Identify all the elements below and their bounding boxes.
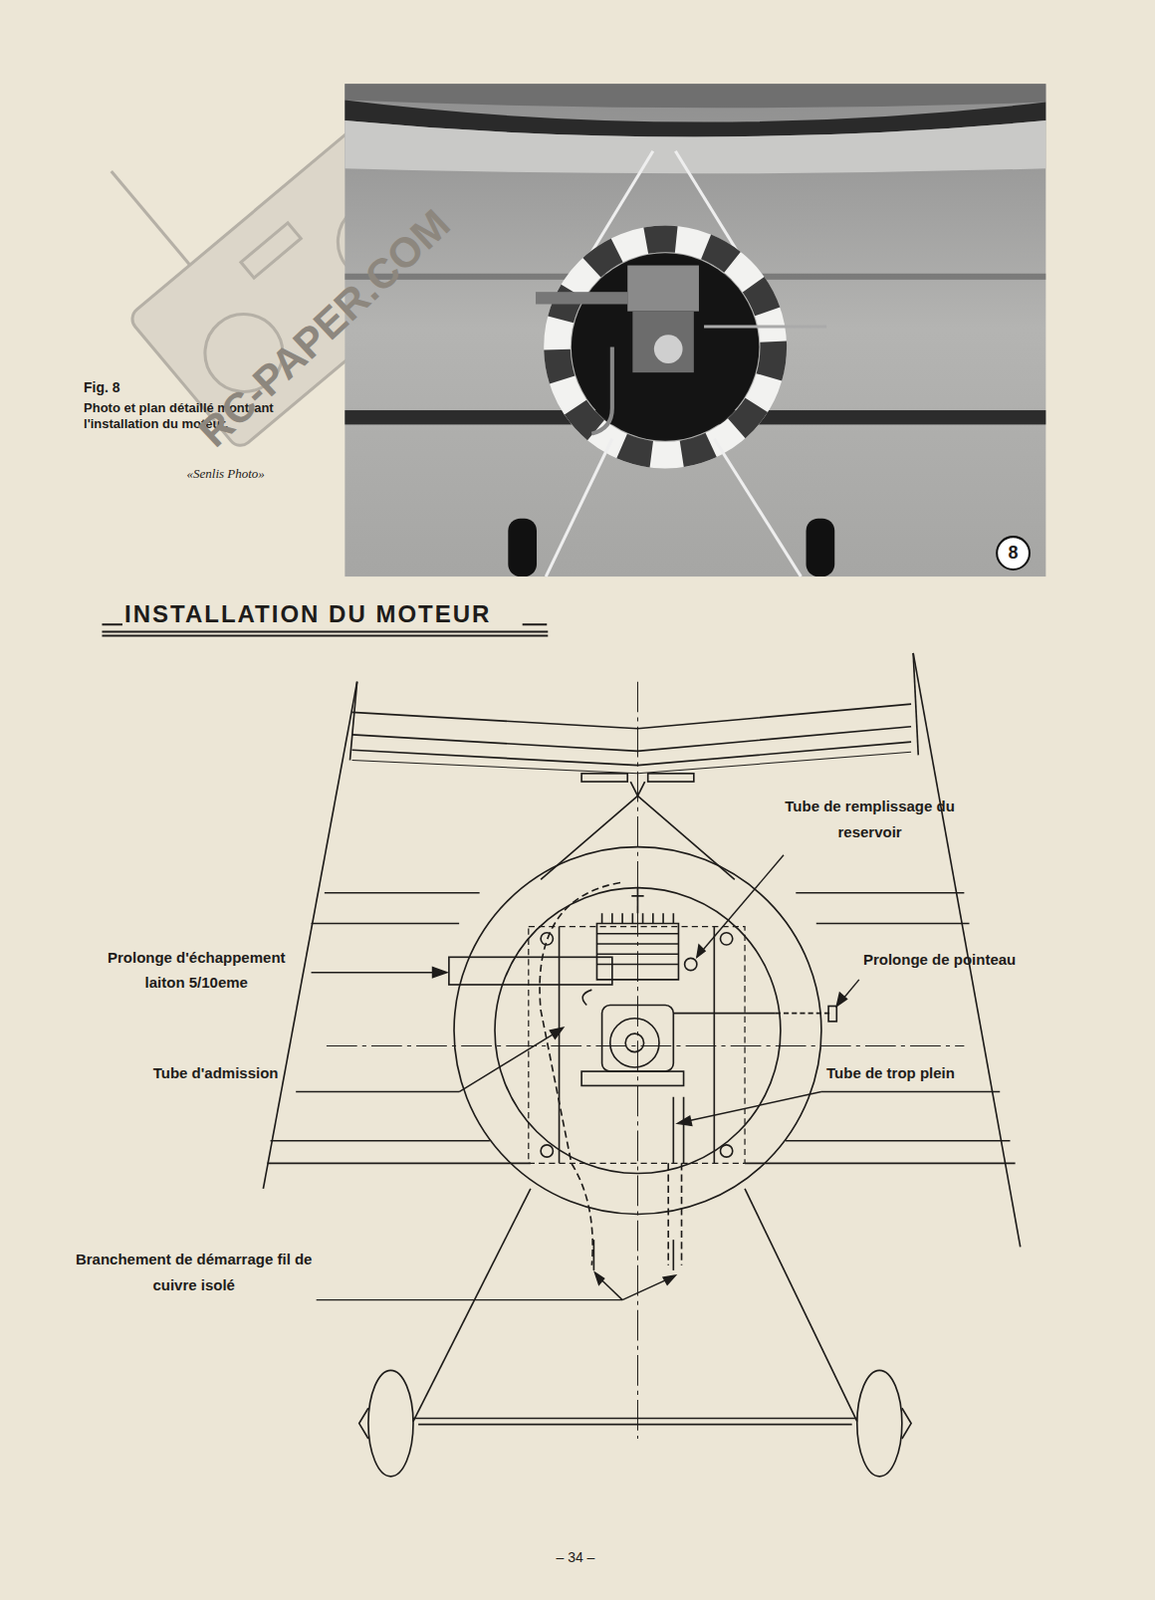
page-number: – 34 – bbox=[555, 1549, 595, 1567]
part-label: Tube d'admission bbox=[153, 1064, 279, 1083]
photo bbox=[344, 83, 1046, 577]
engine-drawing bbox=[262, 653, 1020, 1477]
part-label: Prolonge de pointeau bbox=[863, 950, 1016, 969]
callout-circle: 8 bbox=[997, 537, 1029, 569]
leader-lines bbox=[295, 855, 1000, 1301]
watermark: RC-PAPER.COM bbox=[189, 199, 462, 458]
part-label: Tube de remplissage du reservoir bbox=[775, 793, 965, 845]
figure-number: Fig. 8 bbox=[83, 379, 121, 397]
part-label: Tube de trop plein bbox=[826, 1064, 955, 1083]
photo-credit: «Senlis Photo» bbox=[187, 465, 265, 482]
part-label: Branchement de démarrage fil de cuivre i… bbox=[71, 1246, 317, 1298]
callout-number: 8 bbox=[1008, 542, 1019, 564]
part-label: Prolonge d'échappement laiton 5/10eme bbox=[86, 944, 306, 996]
page-title: INSTALLATION DU MOTEUR bbox=[124, 600, 491, 629]
